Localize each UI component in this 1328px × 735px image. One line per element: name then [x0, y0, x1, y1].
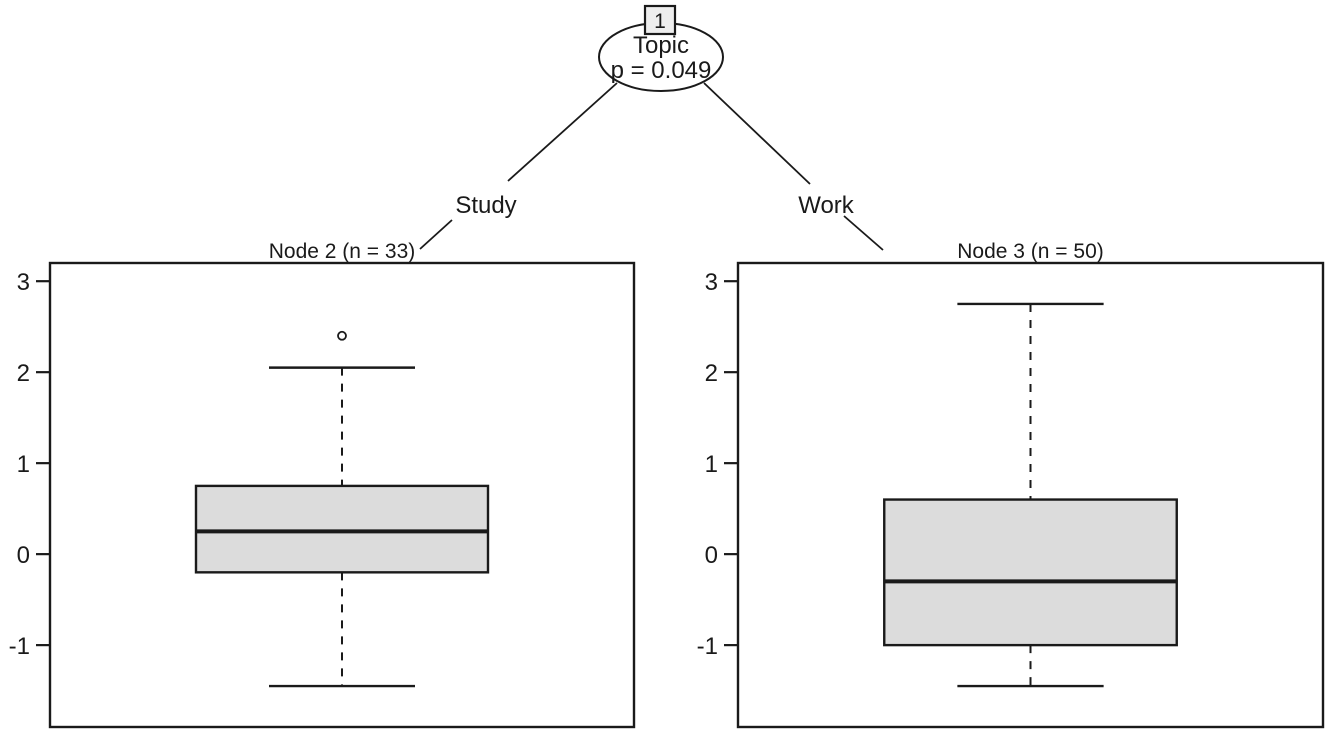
root-node-pvalue: p = 0.049 [611, 57, 712, 84]
root-node-id: 1 [654, 10, 666, 33]
tree-branches: Study Work [419, 82, 884, 251]
root-node-id-box [643, 4, 677, 36]
panel-title: Node 3 (n = 50) [957, 240, 1104, 263]
iqr-box [883, 498, 1178, 647]
panel-title: Node 2 (n = 33) [269, 240, 416, 263]
branch-label-work: Work [798, 192, 855, 219]
y-tick-label: 1 [17, 451, 30, 478]
y-tick-label: 2 [705, 360, 718, 387]
y-tick-label: 0 [705, 542, 718, 569]
branch-right-lower-line [843, 215, 884, 251]
iqr-box [194, 484, 490, 574]
y-tick-label: 2 [17, 360, 30, 387]
panel-border [736, 261, 1325, 729]
outlier-point [337, 330, 347, 341]
root-node: Topic p = 0.049 1 [598, 4, 724, 92]
branch-left-upper-line [507, 82, 618, 182]
y-tick-label: 3 [17, 269, 30, 296]
y-tick-label: 3 [705, 269, 718, 296]
branch-left-lower-line [419, 219, 453, 250]
panel-border [48, 261, 636, 729]
branch-right-upper-line [703, 82, 811, 185]
node2-boxplot-panel: Node 2 (n = 33) 3 2 1 0 -1 [9, 240, 636, 729]
y-tick-label: -1 [697, 633, 718, 660]
y-tick-label: 1 [705, 451, 718, 478]
branch-label-study: Study [455, 192, 516, 219]
node3-boxplot-panel: Node 3 (n = 50) 3 2 1 0 -1 [697, 240, 1325, 729]
y-tick-label: -1 [9, 633, 30, 660]
y-tick-label: 0 [17, 542, 30, 569]
root-node-variable: Topic [633, 32, 689, 59]
